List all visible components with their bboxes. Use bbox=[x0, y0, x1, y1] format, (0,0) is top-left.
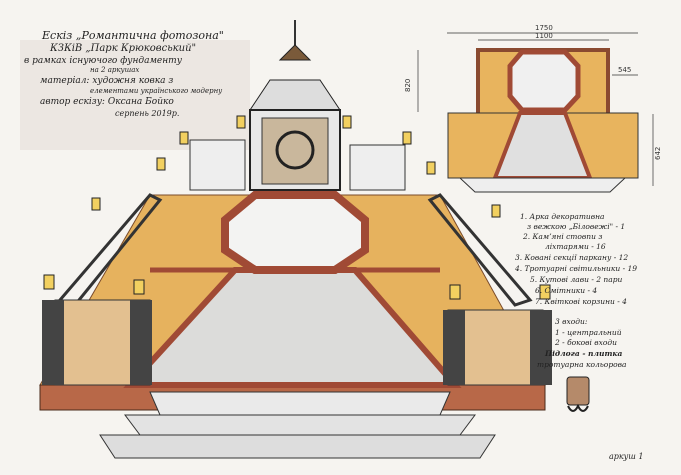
legend-item-2: 2. Камʼяні стовпи з bbox=[523, 233, 602, 241]
decorative-arch bbox=[249, 20, 341, 191]
legend-item-3: 3. Ковані секції паркану - 12 bbox=[515, 254, 628, 262]
fence-back bbox=[189, 139, 406, 191]
title-line-1: Ескіз „Романтична фотозона" bbox=[42, 29, 224, 42]
entrance-1: 1 - центральний bbox=[555, 328, 622, 337]
legend-text: 1. Арка декоративна bbox=[520, 212, 605, 221]
fence-left bbox=[42, 193, 163, 386]
step-3 bbox=[99, 434, 496, 459]
material-label: матеріал: bbox=[40, 76, 90, 86]
legend-text: - 4 bbox=[617, 297, 627, 306]
dim-lower-depth: 642 bbox=[654, 147, 662, 160]
legend-text: 3. Ковані секції паркану bbox=[515, 253, 612, 262]
legend-text: 4. Тротуарні світильники bbox=[515, 264, 621, 273]
legend-text: 2. Камʼяні стовпи з bbox=[523, 232, 603, 241]
legend-item-6: 6. Смітники - 4 bbox=[535, 287, 597, 295]
legend-item-5: 5. Кутові лави - 2 пари bbox=[530, 276, 622, 284]
material-line: матеріал: художня ковка з bbox=[40, 77, 173, 86]
legend-text: - 19 bbox=[622, 264, 638, 273]
legend-item-1b: з вежкою „Біловежі" - 1 bbox=[527, 223, 625, 231]
date: серпень 2019р. bbox=[115, 109, 180, 118]
author-line: автор ескізу: Оксана Бойко bbox=[40, 98, 174, 107]
dim-inner-width: 1100 bbox=[535, 32, 553, 40]
legend-text: ліхтарями bbox=[545, 242, 589, 251]
material-value-2: елементами українського модерну bbox=[90, 87, 223, 95]
legend-item-4: 4. Тротуарні світильники - 19 bbox=[515, 265, 637, 273]
legend-text: 5. Кутові лави bbox=[530, 275, 589, 284]
legend-item-2b: ліхтарями - 16 bbox=[545, 243, 606, 251]
legend-item-7: 7. Квіткові корзини - 4 bbox=[535, 298, 627, 306]
fence-right bbox=[427, 193, 552, 386]
legend-text: - 1 bbox=[615, 222, 626, 231]
entrances-title: 3 входи: bbox=[555, 317, 588, 326]
dim-total-width: 1750 bbox=[535, 24, 553, 32]
author-label: автор ескізу: bbox=[40, 97, 105, 107]
material-value: художня ковка з bbox=[92, 76, 174, 86]
step-2 bbox=[124, 414, 476, 436]
title-line-3: в рамках існуючого фундаменту bbox=[24, 56, 182, 66]
floor-value: тротуарна кольорова bbox=[537, 360, 627, 369]
floor-title: Підлога - плитка bbox=[545, 349, 623, 358]
legend-text: 7. Квіткові корзини bbox=[535, 297, 615, 306]
dim-upper-depth: 820 bbox=[404, 79, 412, 92]
legend-text: - 2 пари bbox=[591, 275, 623, 284]
dim-side-width: 545 bbox=[618, 66, 631, 74]
step-1 bbox=[149, 391, 451, 416]
legend-text: з вежкою „Біловежі" bbox=[527, 222, 614, 231]
legend-item-1: 1. Арка декоративна bbox=[520, 213, 605, 221]
sheet-label: аркуш 1 bbox=[609, 452, 644, 461]
legend-text: 6. Смітники bbox=[535, 286, 586, 295]
title-line-2: КЗКіВ „Парк Крюковський" bbox=[50, 43, 197, 54]
title-line-4: на 2 аркушах bbox=[90, 66, 140, 74]
octagon-border bbox=[221, 191, 369, 274]
lanterns bbox=[43, 115, 551, 300]
trash-bin bbox=[566, 376, 590, 412]
author-name: Оксана Бойко bbox=[107, 97, 174, 107]
legend-text: - 4 bbox=[587, 286, 598, 295]
entrance-2: 2 - бокові входи bbox=[555, 338, 618, 347]
plan-view bbox=[417, 32, 654, 193]
legend-text: - 16 bbox=[591, 242, 606, 251]
watercolor-wash bbox=[20, 40, 250, 150]
legend-text: - 12 bbox=[613, 253, 629, 262]
